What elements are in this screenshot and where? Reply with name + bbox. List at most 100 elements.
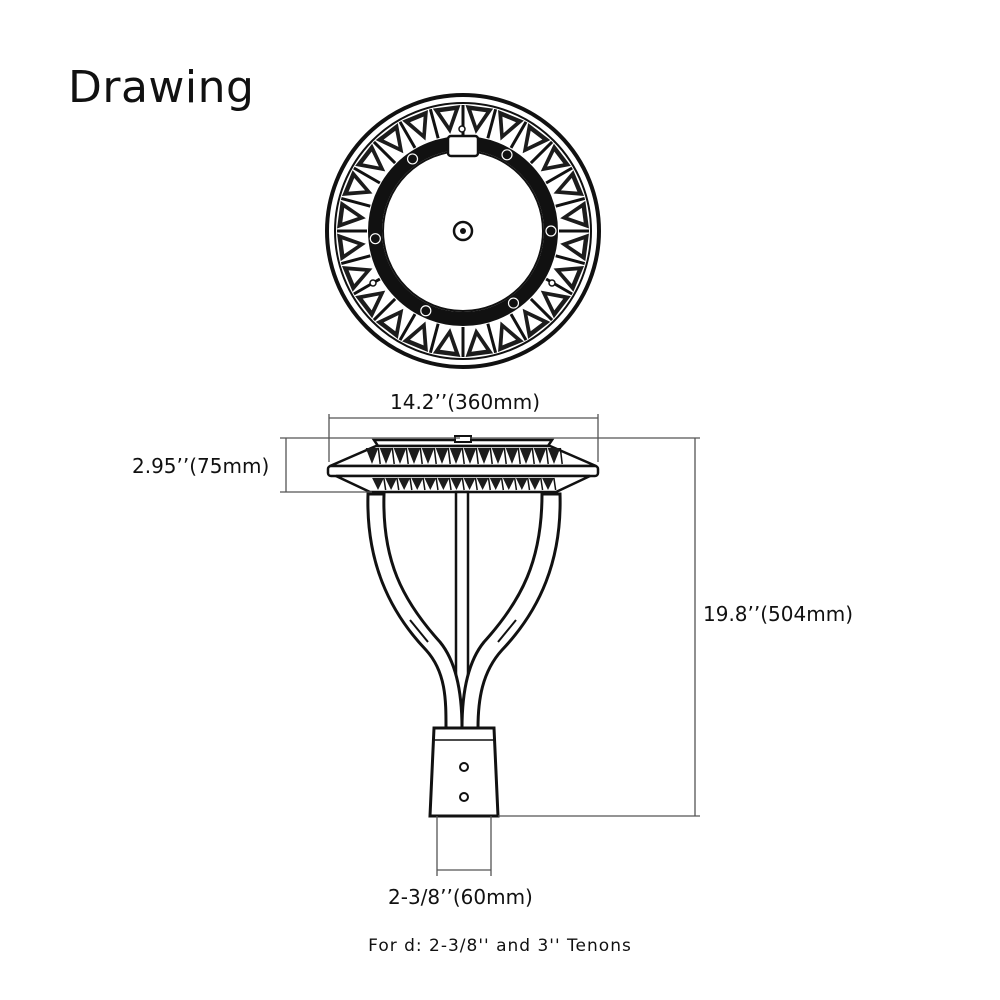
head-bottom-fins bbox=[372, 477, 557, 491]
head-fin bbox=[515, 478, 528, 490]
lattice-opening bbox=[409, 116, 424, 134]
side-view bbox=[326, 435, 600, 818]
dimension-lines bbox=[280, 414, 700, 876]
lattice-opening bbox=[471, 336, 487, 352]
head-fin-edge bbox=[435, 477, 439, 491]
lattice-opening bbox=[362, 295, 379, 311]
lattice-opening bbox=[547, 151, 564, 167]
head-fin bbox=[435, 448, 449, 464]
lattice-opening bbox=[383, 315, 399, 332]
mount-boss bbox=[406, 153, 419, 165]
lattice-spoke bbox=[486, 323, 498, 354]
set-screw-lower bbox=[459, 792, 469, 802]
lattice-opening bbox=[568, 207, 584, 223]
head-fin-edge bbox=[500, 477, 505, 491]
head-fin-edge bbox=[409, 477, 413, 491]
lattice-opening bbox=[439, 336, 455, 352]
head-fin-edge bbox=[383, 477, 387, 491]
head-fin-edge bbox=[447, 447, 451, 465]
head-fin-edge bbox=[489, 447, 493, 465]
head-fin bbox=[385, 478, 397, 490]
head-fin bbox=[489, 478, 502, 490]
head-fin bbox=[450, 478, 463, 490]
mount-boss bbox=[369, 233, 381, 245]
lattice-opening bbox=[342, 207, 358, 223]
lattice-spoke bbox=[545, 166, 573, 185]
top-view-mount-bosses bbox=[369, 149, 557, 317]
lattice-spoke bbox=[398, 121, 417, 149]
top-view-lattice bbox=[337, 105, 589, 357]
head-fin-edge bbox=[405, 447, 409, 465]
head-fin bbox=[393, 448, 407, 464]
lattice-opening bbox=[362, 151, 379, 167]
head-fin bbox=[407, 448, 421, 464]
head-fin-edge bbox=[396, 477, 400, 491]
lattice-spoke bbox=[509, 121, 528, 149]
mount-boss bbox=[545, 225, 557, 237]
head-fin bbox=[505, 448, 519, 464]
head-fin bbox=[379, 448, 393, 464]
lattice-opening bbox=[502, 116, 517, 134]
set-screw-upper bbox=[459, 762, 469, 772]
head-fin-edge bbox=[474, 477, 478, 491]
lattice-opening bbox=[383, 130, 399, 147]
head-fin bbox=[533, 448, 547, 464]
lattice-opening bbox=[527, 315, 543, 332]
head-fins bbox=[365, 447, 563, 465]
head-fin-edge bbox=[422, 477, 426, 491]
lattice-spoke bbox=[340, 196, 371, 208]
head-fin-edge bbox=[517, 447, 521, 465]
right-arm bbox=[460, 492, 562, 730]
head-fin-edge bbox=[448, 477, 452, 491]
head-height-dimension-label: 2.95’’(75mm) bbox=[132, 454, 270, 478]
lattice-spoke bbox=[398, 313, 417, 341]
head-fin bbox=[424, 478, 437, 490]
lattice-spoke bbox=[353, 166, 381, 185]
lattice-spoke bbox=[529, 140, 554, 165]
head-fin bbox=[437, 478, 450, 490]
lattice-spoke bbox=[340, 254, 371, 266]
head-fin bbox=[519, 448, 533, 464]
mount-boss bbox=[507, 297, 520, 309]
top-view-rim bbox=[334, 102, 592, 360]
head-fin-edge bbox=[461, 447, 465, 465]
head-fin-edge bbox=[419, 447, 423, 465]
lattice-spoke bbox=[555, 254, 586, 266]
head-fin bbox=[476, 478, 489, 490]
lattice-spoke bbox=[555, 196, 586, 208]
lattice-spoke bbox=[372, 297, 397, 322]
mount-boss bbox=[420, 305, 432, 317]
head-fin-edge bbox=[391, 447, 395, 465]
head-fin-edge bbox=[503, 447, 507, 465]
head-fin-edge bbox=[540, 477, 544, 491]
head-fin bbox=[463, 448, 477, 464]
drawing-title: Drawing bbox=[68, 62, 255, 113]
head-lens-band bbox=[326, 464, 600, 478]
lattice-spoke bbox=[486, 108, 498, 139]
tenon-dimension-label: 2-3/8’’(60mm) bbox=[388, 885, 533, 909]
head-fin bbox=[502, 478, 515, 490]
top-view bbox=[325, 93, 601, 369]
head-fin-edge bbox=[526, 477, 531, 491]
lattice-spoke bbox=[372, 140, 397, 165]
lattice-spoke bbox=[428, 108, 440, 139]
lattice-spoke bbox=[509, 313, 528, 341]
head-fin-edge bbox=[553, 477, 557, 491]
total-height-dimension-label: 19.8’’(504mm) bbox=[703, 602, 853, 626]
head-fin-edge bbox=[377, 447, 381, 465]
lattice-opening bbox=[348, 177, 366, 192]
lattice-opening bbox=[502, 328, 517, 346]
tenon-footnote: For d: 2-3/8'' and 3'' Tenons bbox=[368, 936, 632, 956]
screw-hole bbox=[548, 279, 556, 287]
head-fin-edge bbox=[475, 447, 479, 465]
lattice-spoke bbox=[428, 323, 440, 354]
top-view-sensor-tab bbox=[446, 134, 480, 158]
head-fin bbox=[463, 478, 476, 490]
head-fin bbox=[529, 478, 541, 490]
lattice-opening bbox=[439, 110, 455, 126]
lattice-opening bbox=[409, 328, 424, 346]
width-dimension-label: 14.2’’(360mm) bbox=[390, 390, 540, 414]
head-fin-edge bbox=[487, 477, 492, 491]
lattice-opening bbox=[471, 110, 487, 126]
lattice-opening bbox=[547, 295, 564, 311]
